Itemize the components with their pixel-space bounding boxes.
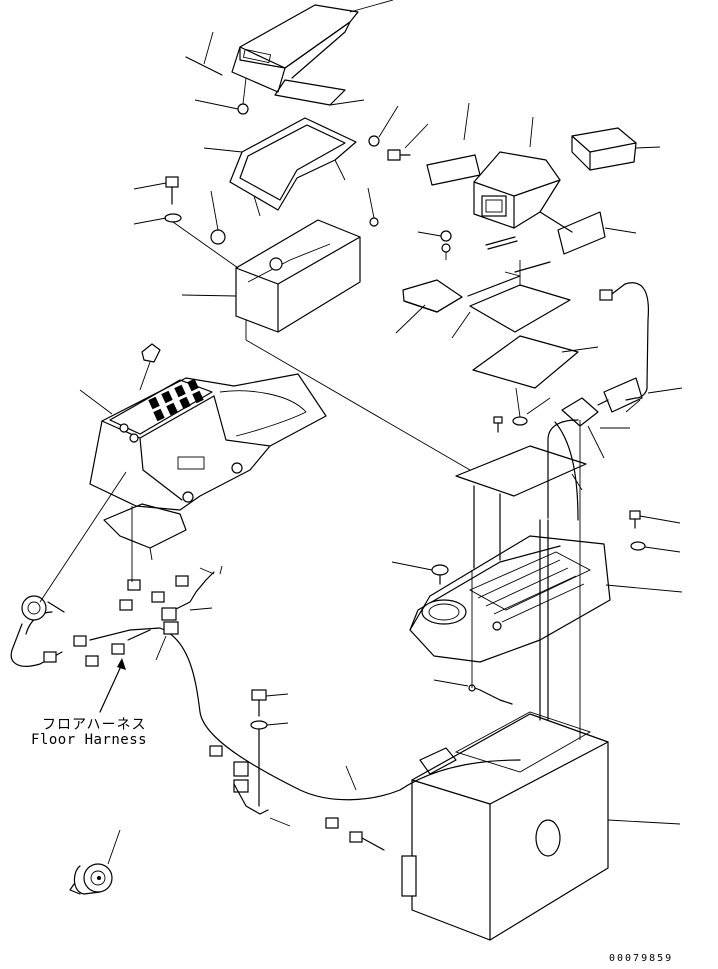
screw-pair: [493, 387, 551, 433]
box-bolt-left: [133, 176, 239, 269]
drawing-number: 00079859: [609, 953, 674, 964]
label-plate-1: [426, 102, 481, 186]
controller-unit: [473, 116, 573, 233]
tray-knob: [391, 561, 449, 585]
washer-nut: [368, 105, 429, 161]
pedestal-latch: [433, 679, 513, 705]
label-plate-2: [557, 211, 637, 255]
storage-box: [181, 187, 379, 333]
connector-cap: [571, 127, 661, 171]
rail-strips: [485, 236, 551, 273]
floor-harness: [10, 565, 521, 851]
cup-holder-tray: [409, 535, 683, 663]
buzzer: [69, 829, 121, 895]
foam-pad: [395, 279, 463, 334]
switch-panel: [79, 378, 213, 443]
insulator-sheet: [472, 335, 599, 389]
lid-seal-frame: [203, 117, 357, 217]
harness-bolt: [250, 689, 289, 807]
console-bracket: [103, 503, 187, 561]
wire-harness-right: [547, 282, 683, 521]
floor-harness-label-jp: フロアハーネス: [42, 717, 147, 733]
pedestal-housing: [401, 519, 681, 941]
floor-harness-label-en: Floor Harness: [31, 732, 148, 748]
right-bolt-washer: [629, 510, 681, 553]
pcb-standoff: [417, 230, 452, 260]
lid-bolt: [185, 31, 249, 115]
assembly-lines: [39, 260, 581, 740]
switch-console: [89, 373, 327, 511]
storage-lid-cover: [231, 0, 394, 106]
floor-harness-leader: [99, 658, 126, 713]
console-switch-knob: [139, 343, 161, 391]
mounting-plate: [451, 271, 571, 339]
top-plate: [455, 445, 587, 569]
